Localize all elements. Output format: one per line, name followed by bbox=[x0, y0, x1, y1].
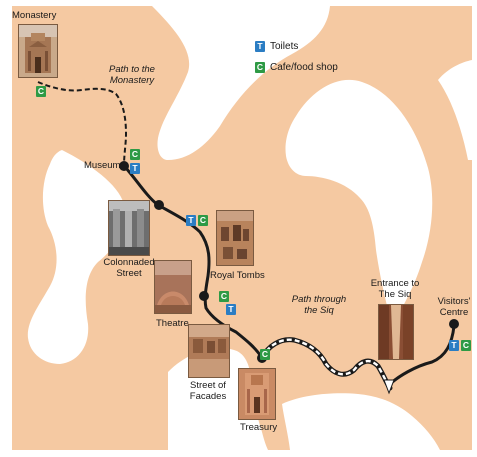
colonnaded-street-label: Colonnaded Street bbox=[96, 257, 162, 279]
monastery-path-label: Path to the Monastery bbox=[94, 64, 170, 86]
legend-toilets-badge: T bbox=[255, 41, 265, 52]
siq-entrance-photo bbox=[378, 304, 414, 360]
siq-entrance-marker bbox=[383, 379, 395, 395]
royal-tombs-cafe-badge: C bbox=[198, 215, 208, 226]
visitors-centre-label-line1: Visitors' bbox=[437, 296, 471, 307]
colonnaded-street-label-line1: Colonnaded bbox=[103, 257, 155, 268]
street-of-facades-photo bbox=[188, 324, 230, 378]
siq-path-label-line2: the Siq bbox=[304, 305, 334, 316]
street-of-facades-label-line1: Street of bbox=[190, 380, 226, 391]
white-area-right-edge bbox=[438, 60, 472, 160]
white-area-top bbox=[152, 6, 330, 160]
colonnaded-street-dot bbox=[154, 200, 164, 210]
entrance-siq-label-line2: The Siq bbox=[378, 289, 412, 300]
treasury-label: Treasury bbox=[240, 422, 278, 433]
legend-cafe-badge: C bbox=[255, 62, 265, 73]
theatre-label: Theatre bbox=[156, 318, 189, 329]
theatre-cafe-badge: C bbox=[219, 291, 229, 302]
entrance-siq-label-line1: Entrance to bbox=[370, 278, 420, 289]
white-area-left-strip bbox=[27, 150, 125, 364]
treasury-cafe-badge: C bbox=[260, 349, 270, 360]
colonnaded-street-photo bbox=[108, 200, 150, 256]
colonnaded-street-label-line2: Street bbox=[116, 268, 142, 279]
museum-toilet-badge: T bbox=[130, 163, 140, 174]
monastery-path-line bbox=[37, 81, 128, 167]
visitors-centre-dot bbox=[449, 319, 459, 329]
theatre-toilet-badge: T bbox=[226, 304, 236, 315]
theatre-photo bbox=[154, 260, 192, 314]
monastery-cafe-badge: C bbox=[36, 86, 46, 97]
visitors-centre-label: Visitors' Centre bbox=[430, 296, 477, 318]
royal-tombs-photo bbox=[216, 210, 254, 266]
museum-cafe-badge: C bbox=[130, 149, 140, 160]
royal-tombs-label: Royal Tombs bbox=[210, 270, 265, 281]
monastery-photo bbox=[18, 24, 58, 78]
siq-path-label-line1: Path through bbox=[291, 294, 347, 305]
royal-tombs-toilet-badge: T bbox=[186, 215, 196, 226]
entrance-siq-label: Entrance to The Siq bbox=[364, 278, 426, 300]
monastery-path-label-line1: Path to the bbox=[109, 64, 155, 75]
siq-path-label: Path through the Siq bbox=[284, 294, 354, 316]
white-area-bottom-right bbox=[282, 393, 440, 450]
monastery-label: Monastery bbox=[12, 10, 57, 21]
monastery-path-label-line2: Monastery bbox=[109, 75, 155, 86]
treasury-photo bbox=[238, 368, 276, 420]
visitors-toilet-badge: T bbox=[449, 340, 459, 351]
legend-cafe-label: Cafe/food shop bbox=[270, 62, 338, 73]
siq-path-dashes bbox=[260, 338, 391, 389]
white-area-right-lobe bbox=[285, 79, 433, 326]
visitors-cafe-badge: C bbox=[461, 340, 471, 351]
museum-label: Museum bbox=[84, 160, 121, 171]
museum-dot bbox=[119, 161, 129, 171]
visitors-centre-label-line2: Centre bbox=[439, 307, 469, 318]
legend-toilets-label: Toilets bbox=[270, 41, 299, 52]
street-of-facades-label: Street of Facades bbox=[176, 380, 240, 402]
theatre-dot bbox=[199, 291, 209, 301]
street-of-facades-label-line2: Facades bbox=[189, 391, 227, 402]
